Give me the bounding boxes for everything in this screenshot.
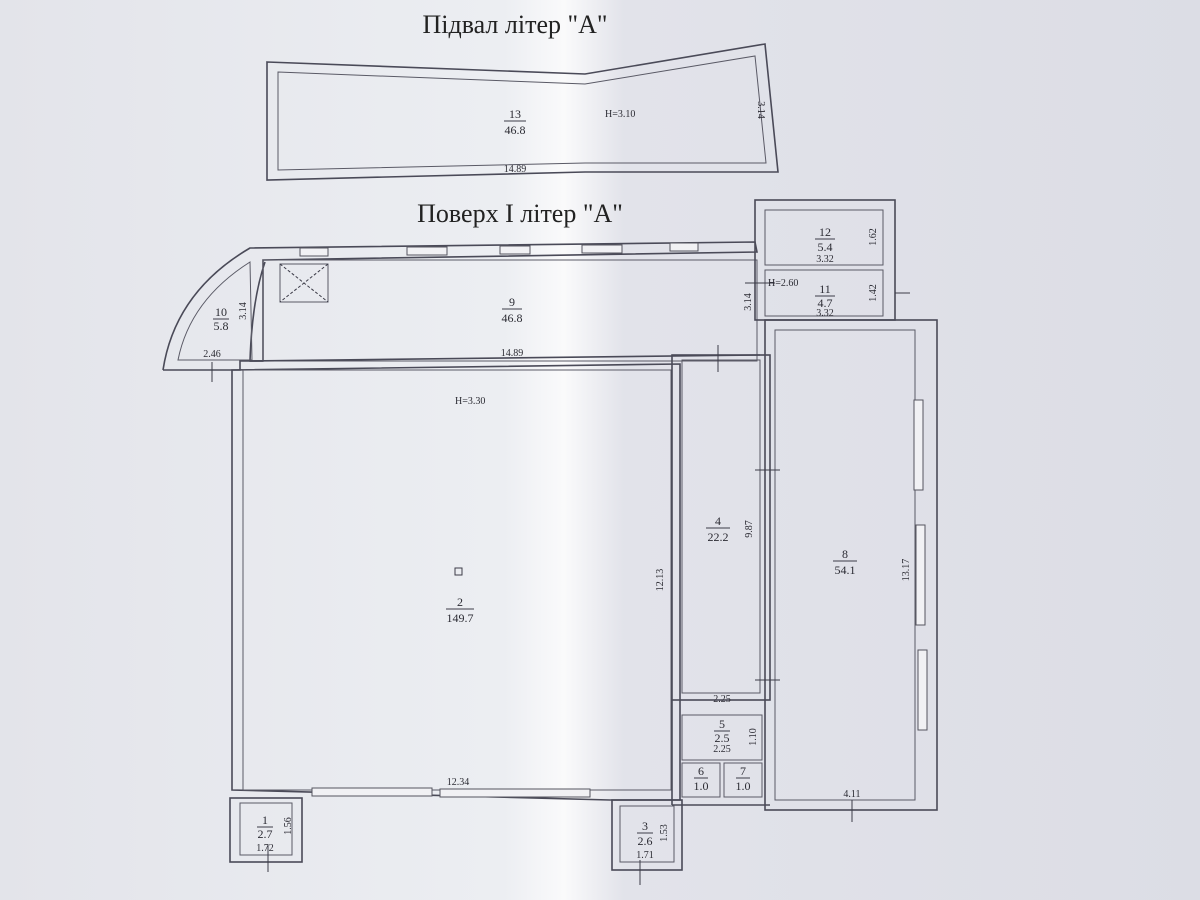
dim-r2-width: 12.34 <box>447 777 470 788</box>
room-13-number: 13 <box>509 107 521 121</box>
room-13-area: 46.8 <box>505 123 526 137</box>
room-12-area: 5.4 <box>818 240 833 254</box>
dim-r3-width: 1.71 <box>636 850 654 861</box>
room-11-label: Н=2.60 11 4.7 3.32 1.42 <box>768 278 879 319</box>
basement-title: Підвал літер "А" <box>422 10 607 39</box>
dim-r12-height: 1.62 <box>868 228 879 246</box>
dim-r1-height: 1.56 <box>283 817 294 835</box>
dim-r1-width: 1.72 <box>256 843 274 854</box>
room-3-area: 2.6 <box>638 834 653 848</box>
dim-r13-height: 3.14 <box>755 101 766 119</box>
room-1-area: 2.7 <box>258 827 273 841</box>
dim-r10-height: 3.14 <box>238 302 249 320</box>
annex-height: Н=2.60 <box>768 278 798 289</box>
room-11-area: 4.7 <box>818 296 833 310</box>
room-9-area: 46.8 <box>502 311 523 325</box>
room-4-number: 4 <box>715 514 721 528</box>
room-3-label: 3 2.6 1.71 1.53 <box>636 819 670 861</box>
dim-r3-height: 1.53 <box>659 824 670 842</box>
dim-r4-width: 2.25 <box>713 694 731 705</box>
room-1-number: 1 <box>262 813 268 827</box>
floor1-height: Н=3.30 <box>455 396 485 407</box>
room-4-area: 22.2 <box>708 530 729 544</box>
room-2-label: Н=3.30 2 149.7 12.13 12.34 <box>446 396 666 788</box>
dim-r10-width: 2.46 <box>203 349 221 360</box>
room-3-number: 3 <box>642 819 648 833</box>
room-10-area: 5.8 <box>214 319 229 333</box>
room-2-area: 149.7 <box>447 611 474 625</box>
dim-r8-height: 13.17 <box>901 559 912 582</box>
room-12-number: 12 <box>819 225 831 239</box>
dim-r13-width: 14.89 <box>504 164 527 175</box>
dim-r5-height: 1.10 <box>748 728 759 746</box>
room-7-label: 7 1.0 <box>736 764 751 793</box>
room-9-label: 9 46.8 14.89 3.14 <box>501 293 754 359</box>
floor1-title: Поверх І літер "А" <box>417 199 623 228</box>
room-7-number: 7 <box>740 764 746 778</box>
basement-height: Н=3.10 <box>605 109 635 120</box>
room-9-number: 9 <box>509 295 515 309</box>
dim-r9-height: 3.14 <box>743 293 754 311</box>
dim-r4-height: 9.87 <box>744 520 755 538</box>
room-4-label: 4 22.2 9.87 2.25 <box>706 514 755 705</box>
room-10-label: 10 5.8 3.14 2.46 <box>203 302 249 360</box>
dim-r9-width: 14.89 <box>501 348 524 359</box>
floor1-plan: 12 5.4 3.32 1.62 Н=2.60 11 4.7 3.32 1.42… <box>162 199 938 885</box>
dim-r12-width: 3.32 <box>816 254 834 265</box>
dim-r2-height: 12.13 <box>655 569 666 592</box>
basement-plan: 13 46.8 Н=3.10 14.89 3.14 <box>266 43 779 181</box>
room-8-number: 8 <box>842 547 848 561</box>
room-5-number: 5 <box>719 717 725 731</box>
room-10-number: 10 <box>215 305 227 319</box>
dim-r5-width: 2.25 <box>713 744 731 755</box>
room-11-number: 11 <box>819 282 831 296</box>
room-6-label: 6 1.0 <box>694 764 709 793</box>
room-7-area: 1.0 <box>736 779 751 793</box>
room-8-label: 8 54.1 13.17 4.11 <box>833 547 912 800</box>
room-6-area: 1.0 <box>694 779 709 793</box>
dim-r11-height: 1.42 <box>868 284 879 302</box>
room-6-number: 6 <box>698 764 704 778</box>
room-1-label: 1 2.7 1.72 1.56 <box>256 813 294 854</box>
room-12-label: 12 5.4 3.32 1.62 <box>815 225 879 265</box>
room-5-area: 2.5 <box>715 731 730 745</box>
room-5-label: 5 2.5 2.25 1.10 <box>713 717 759 755</box>
dim-r8-width: 4.11 <box>843 789 860 800</box>
dim-r11-width: 3.32 <box>816 308 834 319</box>
room-2-number: 2 <box>457 595 463 609</box>
room-8-area: 54.1 <box>835 563 856 577</box>
